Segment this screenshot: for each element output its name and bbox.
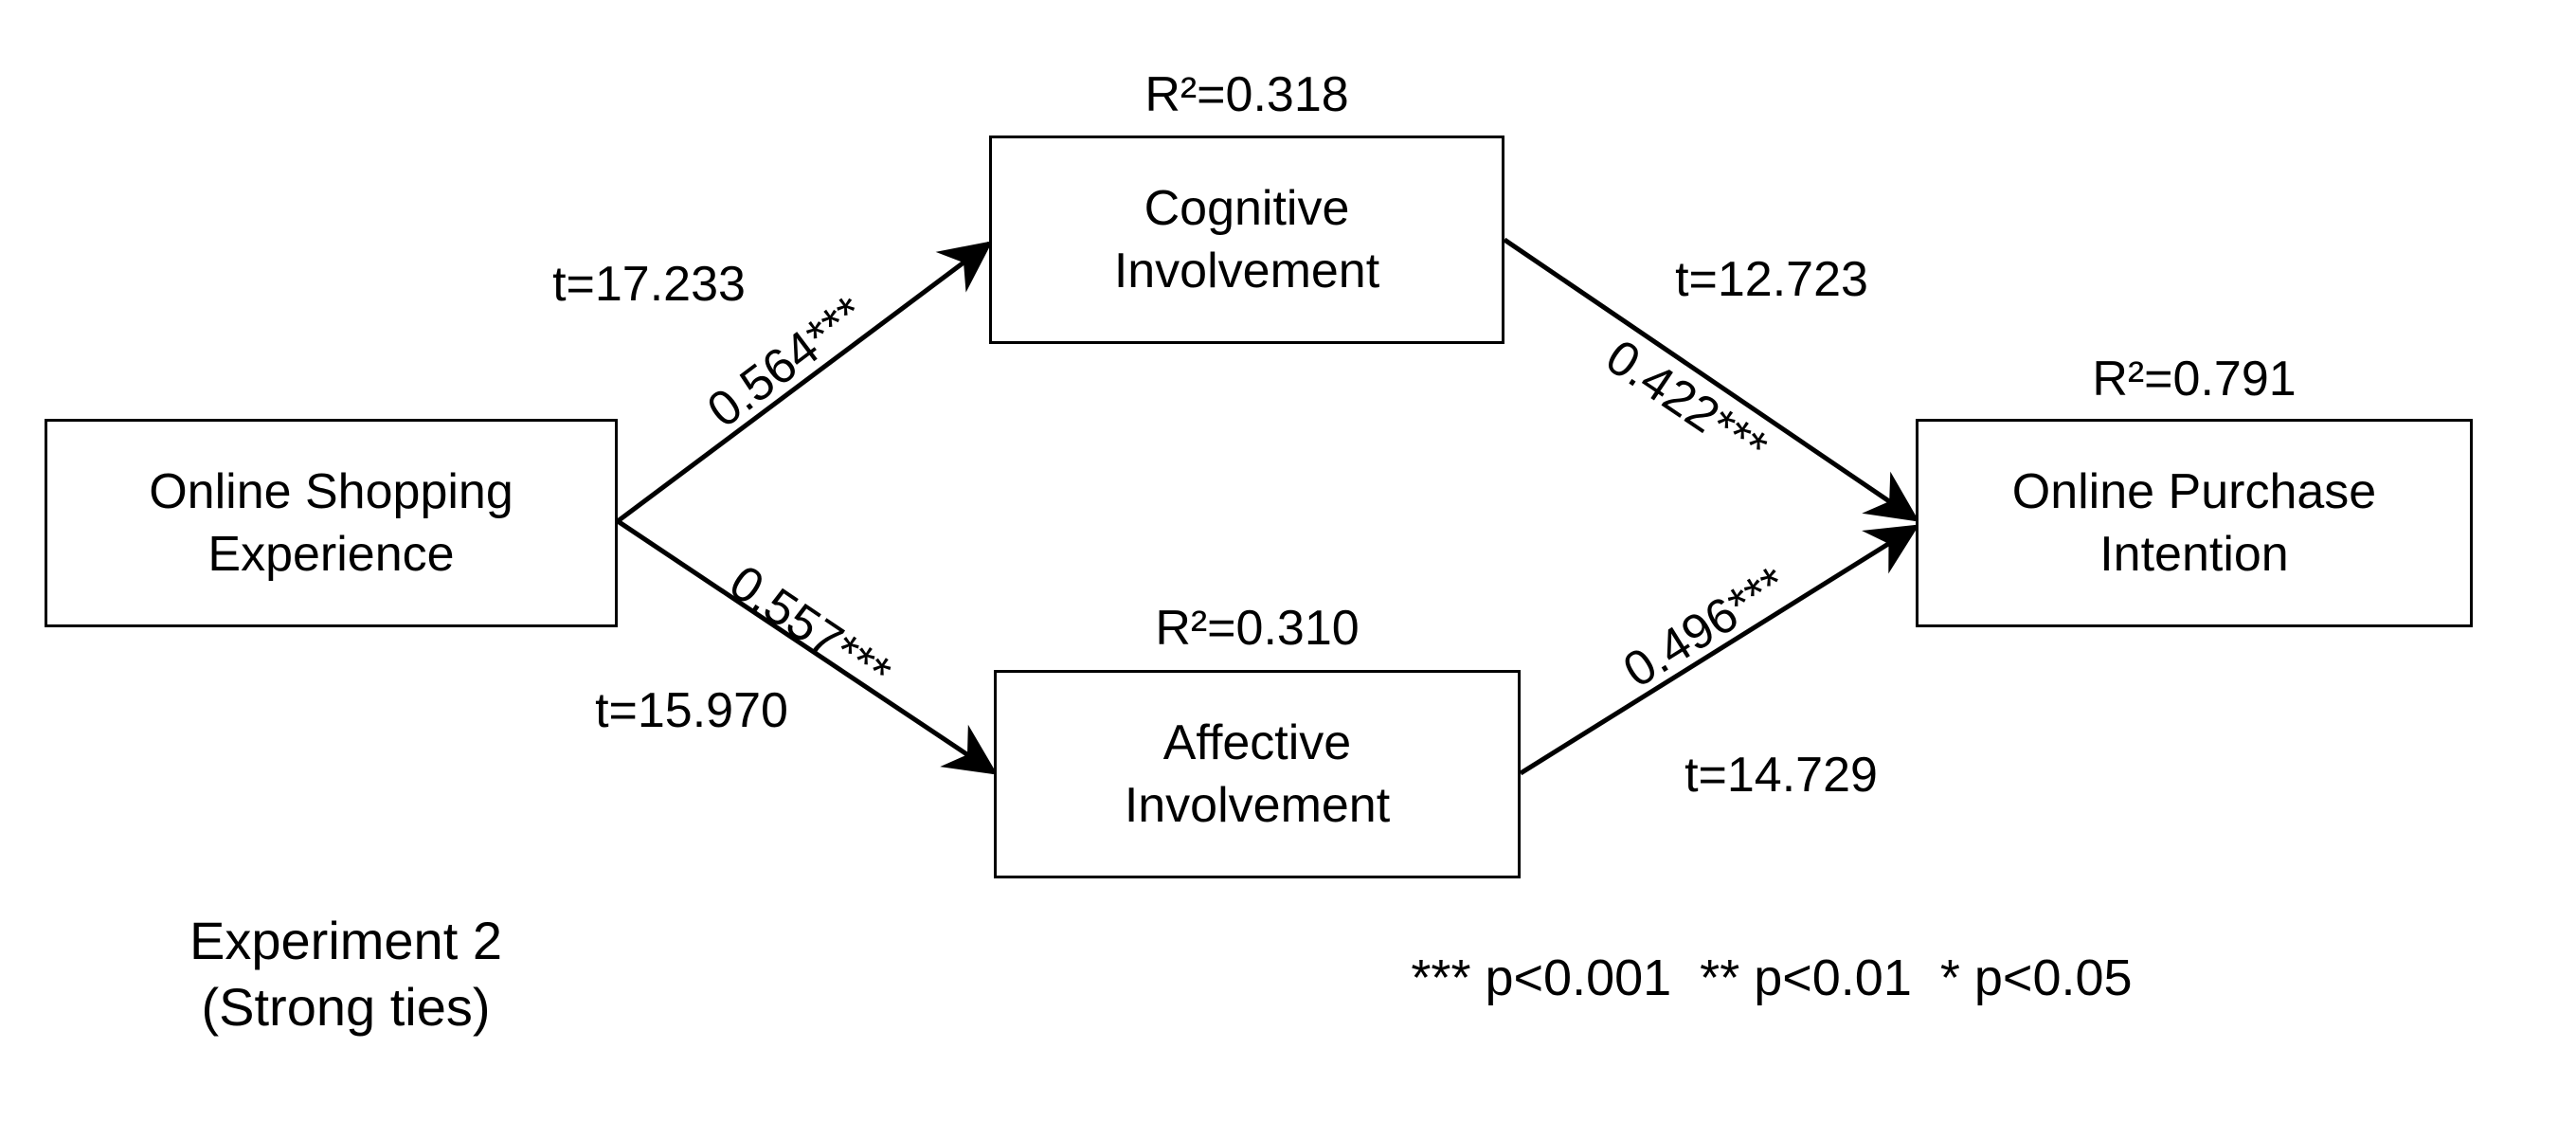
node-affective-involvement: Affective Involvement — [994, 670, 1521, 878]
significance-legend: *** p<0.001 ** p<0.01 * p<0.05 — [1411, 949, 2133, 1006]
arrow-shopping-to-cognitive — [616, 241, 993, 524]
node-online-purchase-intention: Online Purchase Intention — [1916, 419, 2473, 627]
arrow-affective-to-intention — [1519, 524, 1919, 776]
r2-label-cognitive: R²=0.318 — [1144, 67, 1349, 122]
experiment-caption: Experiment 2 (Strong ties) — [189, 911, 502, 1037]
t-value-shopping-to-affective: t=15.970 — [595, 683, 788, 738]
r2-label-affective: R²=0.310 — [1155, 601, 1360, 656]
t-value-cognitive-to-intention: t=12.723 — [1675, 252, 1868, 307]
t-value-shopping-to-cognitive: t=17.233 — [552, 257, 746, 312]
r2-label-intention: R²=0.791 — [2092, 352, 2297, 407]
node-cognitive-involvement: Cognitive Involvement — [989, 136, 1504, 344]
t-value-affective-to-intention: t=14.729 — [1684, 748, 1878, 803]
node-online-shopping-experience: Online Shopping Experience — [45, 419, 618, 627]
arrow-shopping-to-affective — [616, 518, 998, 775]
arrow-cognitive-to-intention — [1503, 237, 1919, 522]
